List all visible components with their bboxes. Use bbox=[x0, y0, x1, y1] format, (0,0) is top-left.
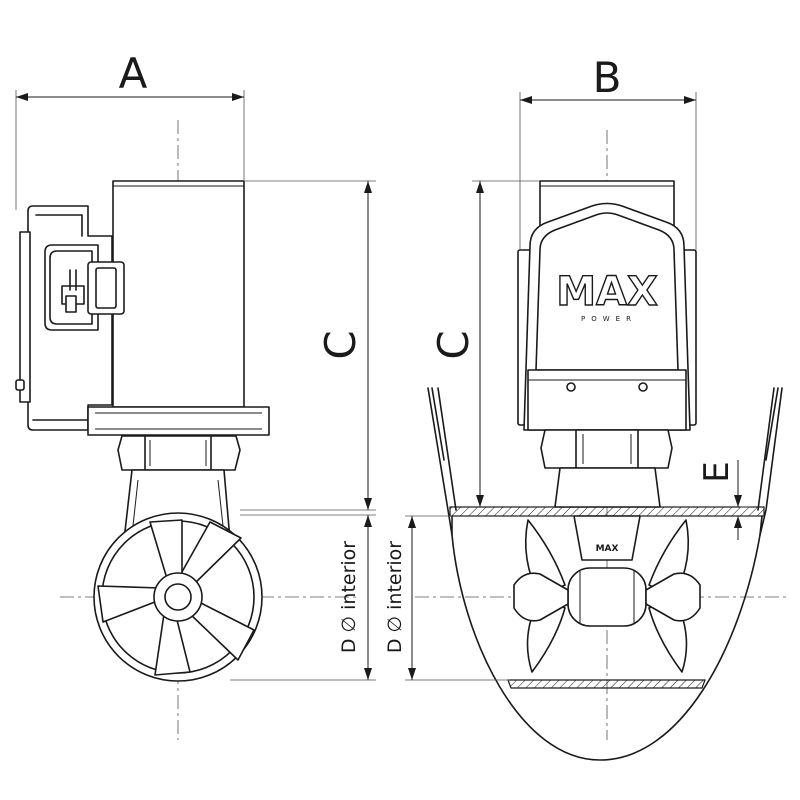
front-leg bbox=[554, 467, 661, 508]
front-cover: MAX POWER bbox=[523, 202, 691, 431]
front-view: MAX POWER MAX bbox=[384, 53, 790, 761]
tunnel-bottom-wall bbox=[507, 679, 706, 689]
front-propeller: MAX bbox=[513, 515, 701, 673]
dimension-c-front-label: C bbox=[429, 330, 478, 359]
dimension-b-label: B bbox=[593, 53, 622, 102]
brand-logo-sub: POWER bbox=[581, 315, 637, 323]
dimension-c-side-label: C bbox=[316, 330, 365, 359]
control-box bbox=[15, 205, 125, 431]
tunnel-top-wall bbox=[449, 506, 765, 517]
dimension-d-side-label: D ∅ interior bbox=[338, 541, 360, 653]
dimension-d-front-label: D ∅ interior bbox=[384, 541, 406, 653]
brand-logo: MAX bbox=[556, 269, 658, 315]
side-view: A C D ∅ interior bbox=[15, 49, 376, 740]
motor-body bbox=[112, 180, 245, 408]
dimension-e-label: E bbox=[697, 461, 737, 482]
tunnel-logo: MAX bbox=[596, 544, 619, 554]
mounting-flange bbox=[87, 406, 270, 436]
dimension-a-label: A bbox=[119, 49, 148, 98]
side-propeller bbox=[93, 512, 263, 682]
